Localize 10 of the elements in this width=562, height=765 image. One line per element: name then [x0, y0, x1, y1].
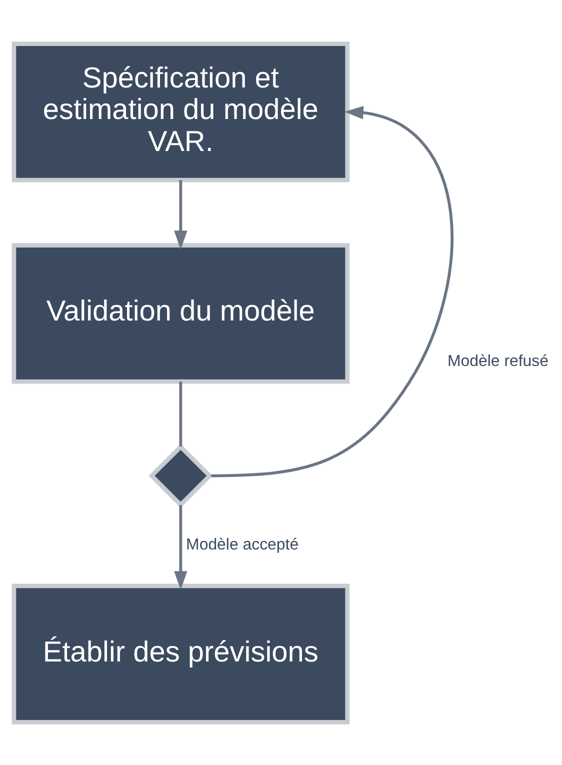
arrow — [174, 180, 188, 250]
node-box: Validation du modèle — [12, 242, 350, 384]
node-box: Établir des prévisions — [12, 583, 350, 724]
edge-label: Modèle refusé — [448, 352, 549, 370]
connector — [179, 381, 182, 446]
arrow — [211, 106, 454, 477]
node-diamond — [148, 443, 213, 508]
node-box: Spécification et estimation du modèle VAR. — [12, 41, 350, 182]
arrow — [174, 504, 188, 590]
edge-label: Modèle accepté — [186, 536, 299, 553]
